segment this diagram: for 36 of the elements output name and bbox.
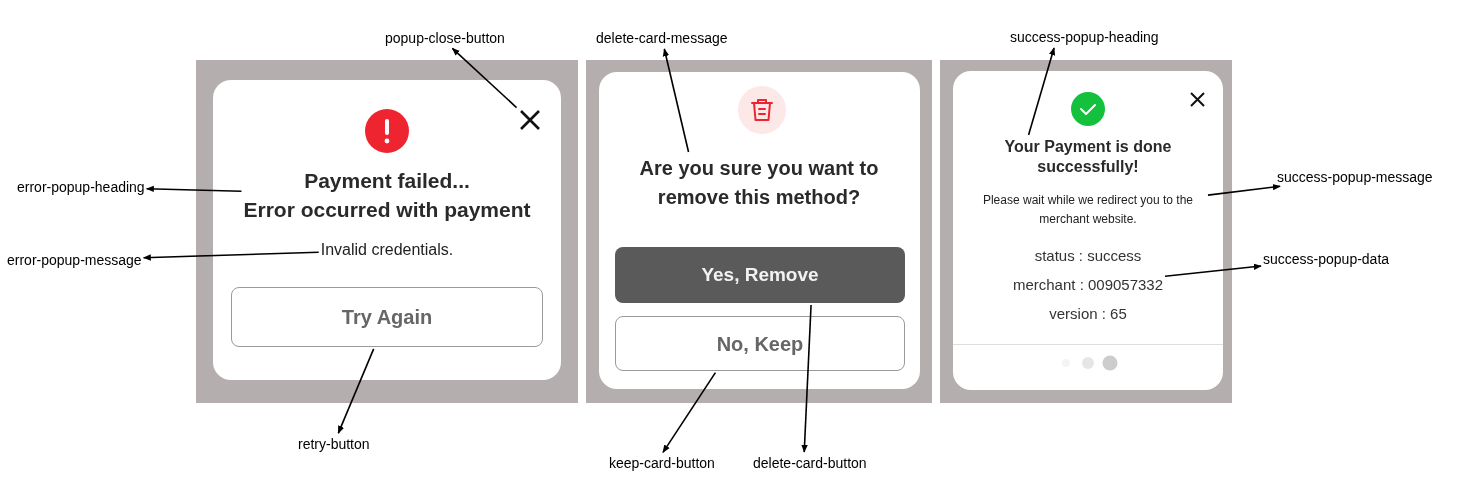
leader-line [801, 304, 812, 453]
popup-heading: Payment failed... [304, 168, 470, 194]
leader-line [145, 185, 243, 193]
data-line: version : 65 [1049, 304, 1127, 324]
leader-line [337, 348, 375, 434]
callout-label: error-popup-heading [17, 178, 145, 196]
leader-line [662, 371, 717, 454]
leader-line [1164, 263, 1262, 278]
filled-button: Yes, Remove [615, 247, 905, 303]
leader-line [1207, 183, 1281, 196]
callout-label: success-popup-message [1277, 168, 1433, 186]
data-line: merchant : 009057332 [1012, 275, 1164, 295]
popup-card [213, 80, 561, 380]
callout-label: delete-card-button [753, 454, 867, 472]
leader-line [662, 48, 690, 153]
callout-label: popup-close-button [385, 29, 505, 47]
callout-label: success-popup-data [1263, 250, 1390, 268]
popup-heading: Your Payment is done successfully! [988, 137, 1188, 177]
callout-label: error-popup-message [7, 251, 142, 269]
callout-label: success-popup-heading [1010, 28, 1159, 46]
close-icon [518, 108, 542, 132]
popup-message: Are you sure you want to remove this method? [619, 154, 899, 212]
popup-card [599, 72, 920, 389]
outline-button: Try Again [231, 287, 543, 347]
leader-line [451, 47, 518, 109]
popup-card [953, 71, 1223, 390]
callout-label: retry-button [298, 435, 370, 453]
leader-line [1027, 47, 1056, 136]
popup-message: Please wait while we redirect you to the merchant website. [970, 191, 1206, 229]
popup-message: Invalid credentials. [320, 240, 454, 260]
data-line: status : success [1034, 246, 1142, 266]
callout-label: delete-card-message [596, 29, 728, 47]
outline-button: No, Keep [615, 316, 905, 371]
callout-label: keep-card-button [609, 454, 715, 472]
popup-heading: Error occurred with payment [243, 197, 531, 223]
leader-line [142, 251, 320, 261]
